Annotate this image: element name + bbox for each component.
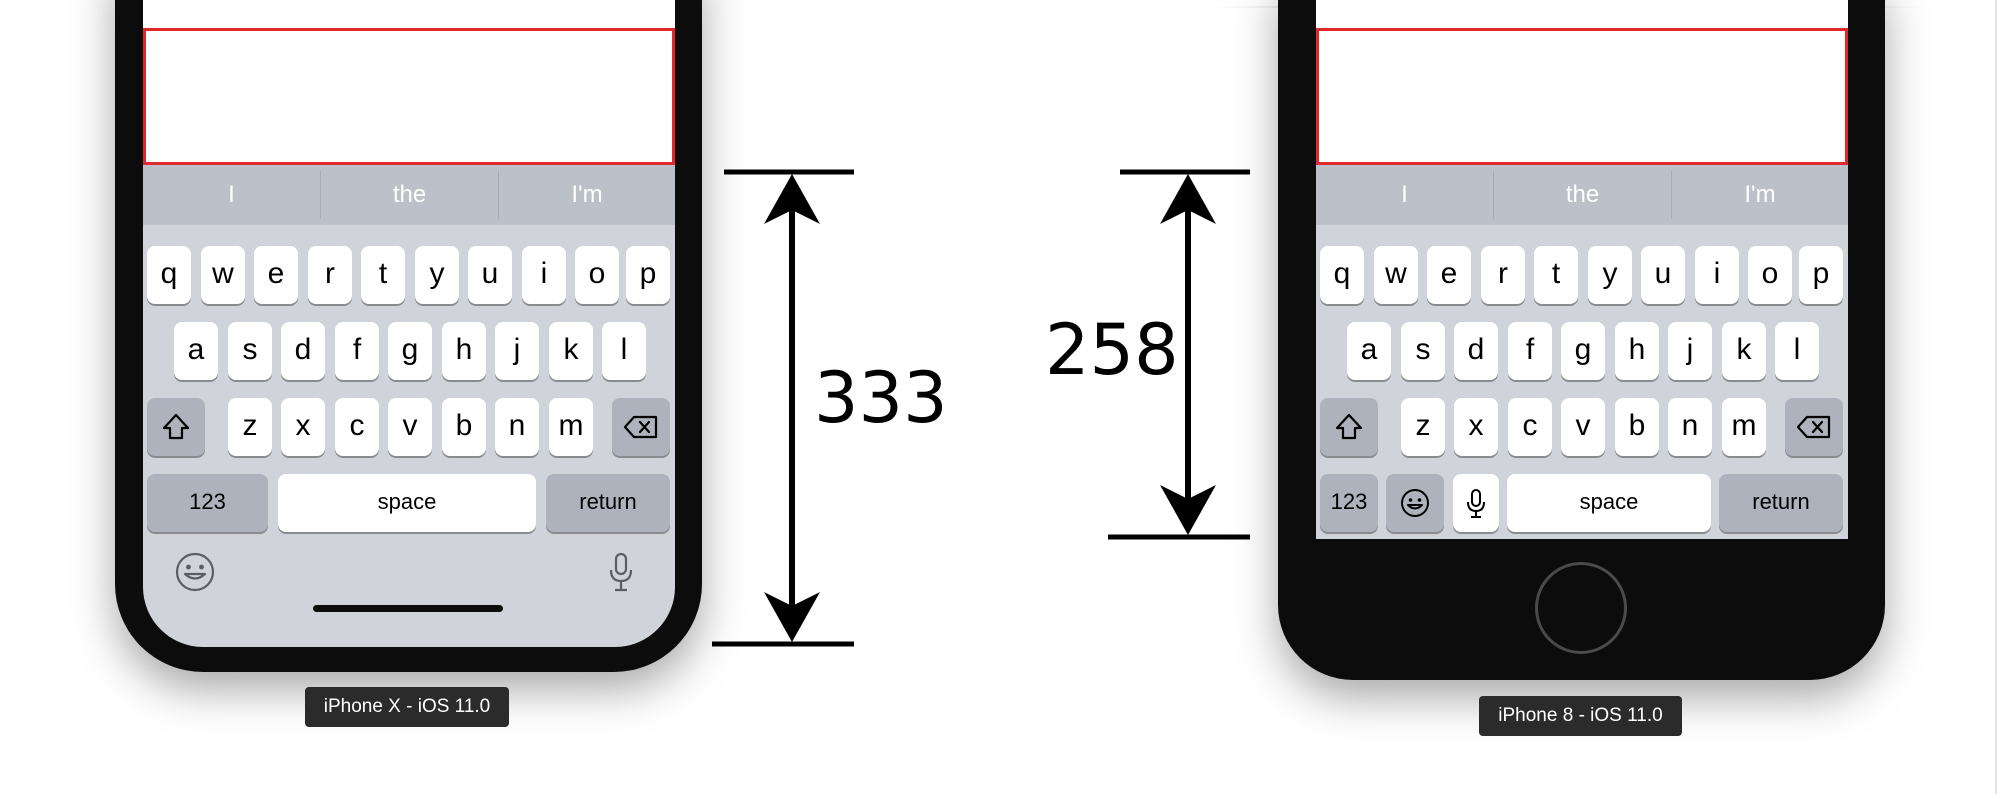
prediction-item[interactable]: I'm <box>1744 181 1776 208</box>
key-o[interactable]: o <box>575 246 619 304</box>
key-l[interactable]: l <box>1775 322 1819 380</box>
key-k[interactable]: k <box>549 322 593 380</box>
shift-key[interactable] <box>147 398 205 456</box>
prediction-bar: I the I'm <box>143 165 675 225</box>
key-y[interactable]: y <box>1588 246 1632 304</box>
key-p[interactable]: p <box>626 246 670 304</box>
shift-icon <box>1335 413 1363 440</box>
key-g[interactable]: g <box>1561 322 1605 380</box>
key-s[interactable]: s <box>228 322 272 380</box>
emoji-icon <box>1401 489 1429 517</box>
key-j[interactable]: j <box>495 322 539 380</box>
key-u[interactable]: u <box>1641 246 1685 304</box>
content-area <box>1316 0 1848 28</box>
key-t[interactable]: t <box>1534 246 1578 304</box>
keyboard-height-8: 258 <box>1045 309 1179 391</box>
iphone-x-screen: I the I'm q w e r t y u i o p a s d f g … <box>143 0 675 647</box>
key-m[interactable]: m <box>549 398 593 456</box>
key-b[interactable]: b <box>442 398 486 456</box>
numbers-key[interactable]: 123 <box>1320 474 1378 532</box>
backspace-icon <box>623 415 658 439</box>
prediction-separator <box>320 171 321 219</box>
key-e[interactable]: e <box>1427 246 1471 304</box>
text-input-area[interactable] <box>143 28 675 165</box>
backspace-key[interactable] <box>1785 398 1843 456</box>
key-a[interactable]: a <box>174 322 218 380</box>
key-i[interactable]: i <box>522 246 566 304</box>
edge-divider <box>1995 0 1997 794</box>
key-r[interactable]: r <box>308 246 352 304</box>
key-k[interactable]: k <box>1722 322 1766 380</box>
key-n[interactable]: n <box>1668 398 1712 456</box>
prediction-separator <box>498 171 499 219</box>
emoji-icon[interactable] <box>173 550 217 594</box>
key-q[interactable]: q <box>1320 246 1364 304</box>
key-u[interactable]: u <box>468 246 512 304</box>
key-w[interactable]: w <box>201 246 245 304</box>
text-input-area[interactable] <box>1316 28 1848 165</box>
iphone-8-caption: iPhone 8 - iOS 11.0 <box>1479 696 1682 736</box>
key-o[interactable]: o <box>1748 246 1792 304</box>
emoji-key[interactable] <box>1386 474 1444 532</box>
prediction-separator <box>1493 171 1494 219</box>
key-f[interactable]: f <box>335 322 379 380</box>
key-p[interactable]: p <box>1799 246 1843 304</box>
prediction-item[interactable]: the <box>1565 181 1600 208</box>
iphone-8-screen: I the I'm q w e r t y u i o p a s d f g … <box>1316 0 1848 539</box>
home-button[interactable] <box>1535 562 1627 654</box>
key-g[interactable]: g <box>388 322 432 380</box>
prediction-item[interactable]: I'm <box>571 181 603 208</box>
key-z[interactable]: z <box>228 398 272 456</box>
keyboard-height-x: 333 <box>814 357 948 439</box>
return-key[interactable]: return <box>546 474 670 532</box>
prediction-item[interactable]: I <box>228 181 235 208</box>
prediction-bar: I the I'm <box>1316 165 1848 225</box>
key-r[interactable]: r <box>1481 246 1525 304</box>
key-j[interactable]: j <box>1668 322 1712 380</box>
space-key[interactable]: space <box>1507 474 1711 532</box>
key-v[interactable]: v <box>1561 398 1605 456</box>
key-m[interactable]: m <box>1722 398 1766 456</box>
key-x[interactable]: x <box>1454 398 1498 456</box>
return-key[interactable]: return <box>1719 474 1843 532</box>
shift-icon <box>162 413 190 440</box>
keyboard-height-indicator-x <box>712 169 854 647</box>
key-w[interactable]: w <box>1374 246 1418 304</box>
key-h[interactable]: h <box>1615 322 1659 380</box>
key-d[interactable]: d <box>281 322 325 380</box>
key-t[interactable]: t <box>361 246 405 304</box>
key-l[interactable]: l <box>602 322 646 380</box>
key-v[interactable]: v <box>388 398 432 456</box>
iphone-x-caption: iPhone X - iOS 11.0 <box>305 687 509 727</box>
key-x[interactable]: x <box>281 398 325 456</box>
backspace-key[interactable] <box>612 398 670 456</box>
key-f[interactable]: f <box>1508 322 1552 380</box>
prediction-item[interactable]: I <box>1401 181 1408 208</box>
key-s[interactable]: s <box>1401 322 1445 380</box>
key-z[interactable]: z <box>1401 398 1445 456</box>
key-b[interactable]: b <box>1615 398 1659 456</box>
key-i[interactable]: i <box>1695 246 1739 304</box>
key-y[interactable]: y <box>415 246 459 304</box>
key-e[interactable]: e <box>254 246 298 304</box>
home-indicator[interactable] <box>313 605 503 612</box>
key-c[interactable]: c <box>335 398 379 456</box>
microphone-icon[interactable] <box>603 550 639 594</box>
microphone-key[interactable] <box>1453 474 1499 532</box>
key-c[interactable]: c <box>1508 398 1552 456</box>
numbers-key[interactable]: 123 <box>147 474 268 532</box>
key-q[interactable]: q <box>147 246 191 304</box>
key-h[interactable]: h <box>442 322 486 380</box>
content-area <box>143 0 675 28</box>
microphone-icon <box>1467 489 1485 518</box>
shift-key[interactable] <box>1320 398 1378 456</box>
prediction-separator <box>1671 171 1672 219</box>
key-d[interactable]: d <box>1454 322 1498 380</box>
key-n[interactable]: n <box>495 398 539 456</box>
keyboard-height-indicator-8 <box>1108 169 1250 540</box>
space-key[interactable]: space <box>278 474 536 532</box>
prediction-item[interactable]: the <box>392 181 427 208</box>
key-a[interactable]: a <box>1347 322 1391 380</box>
backspace-icon <box>1796 415 1831 439</box>
